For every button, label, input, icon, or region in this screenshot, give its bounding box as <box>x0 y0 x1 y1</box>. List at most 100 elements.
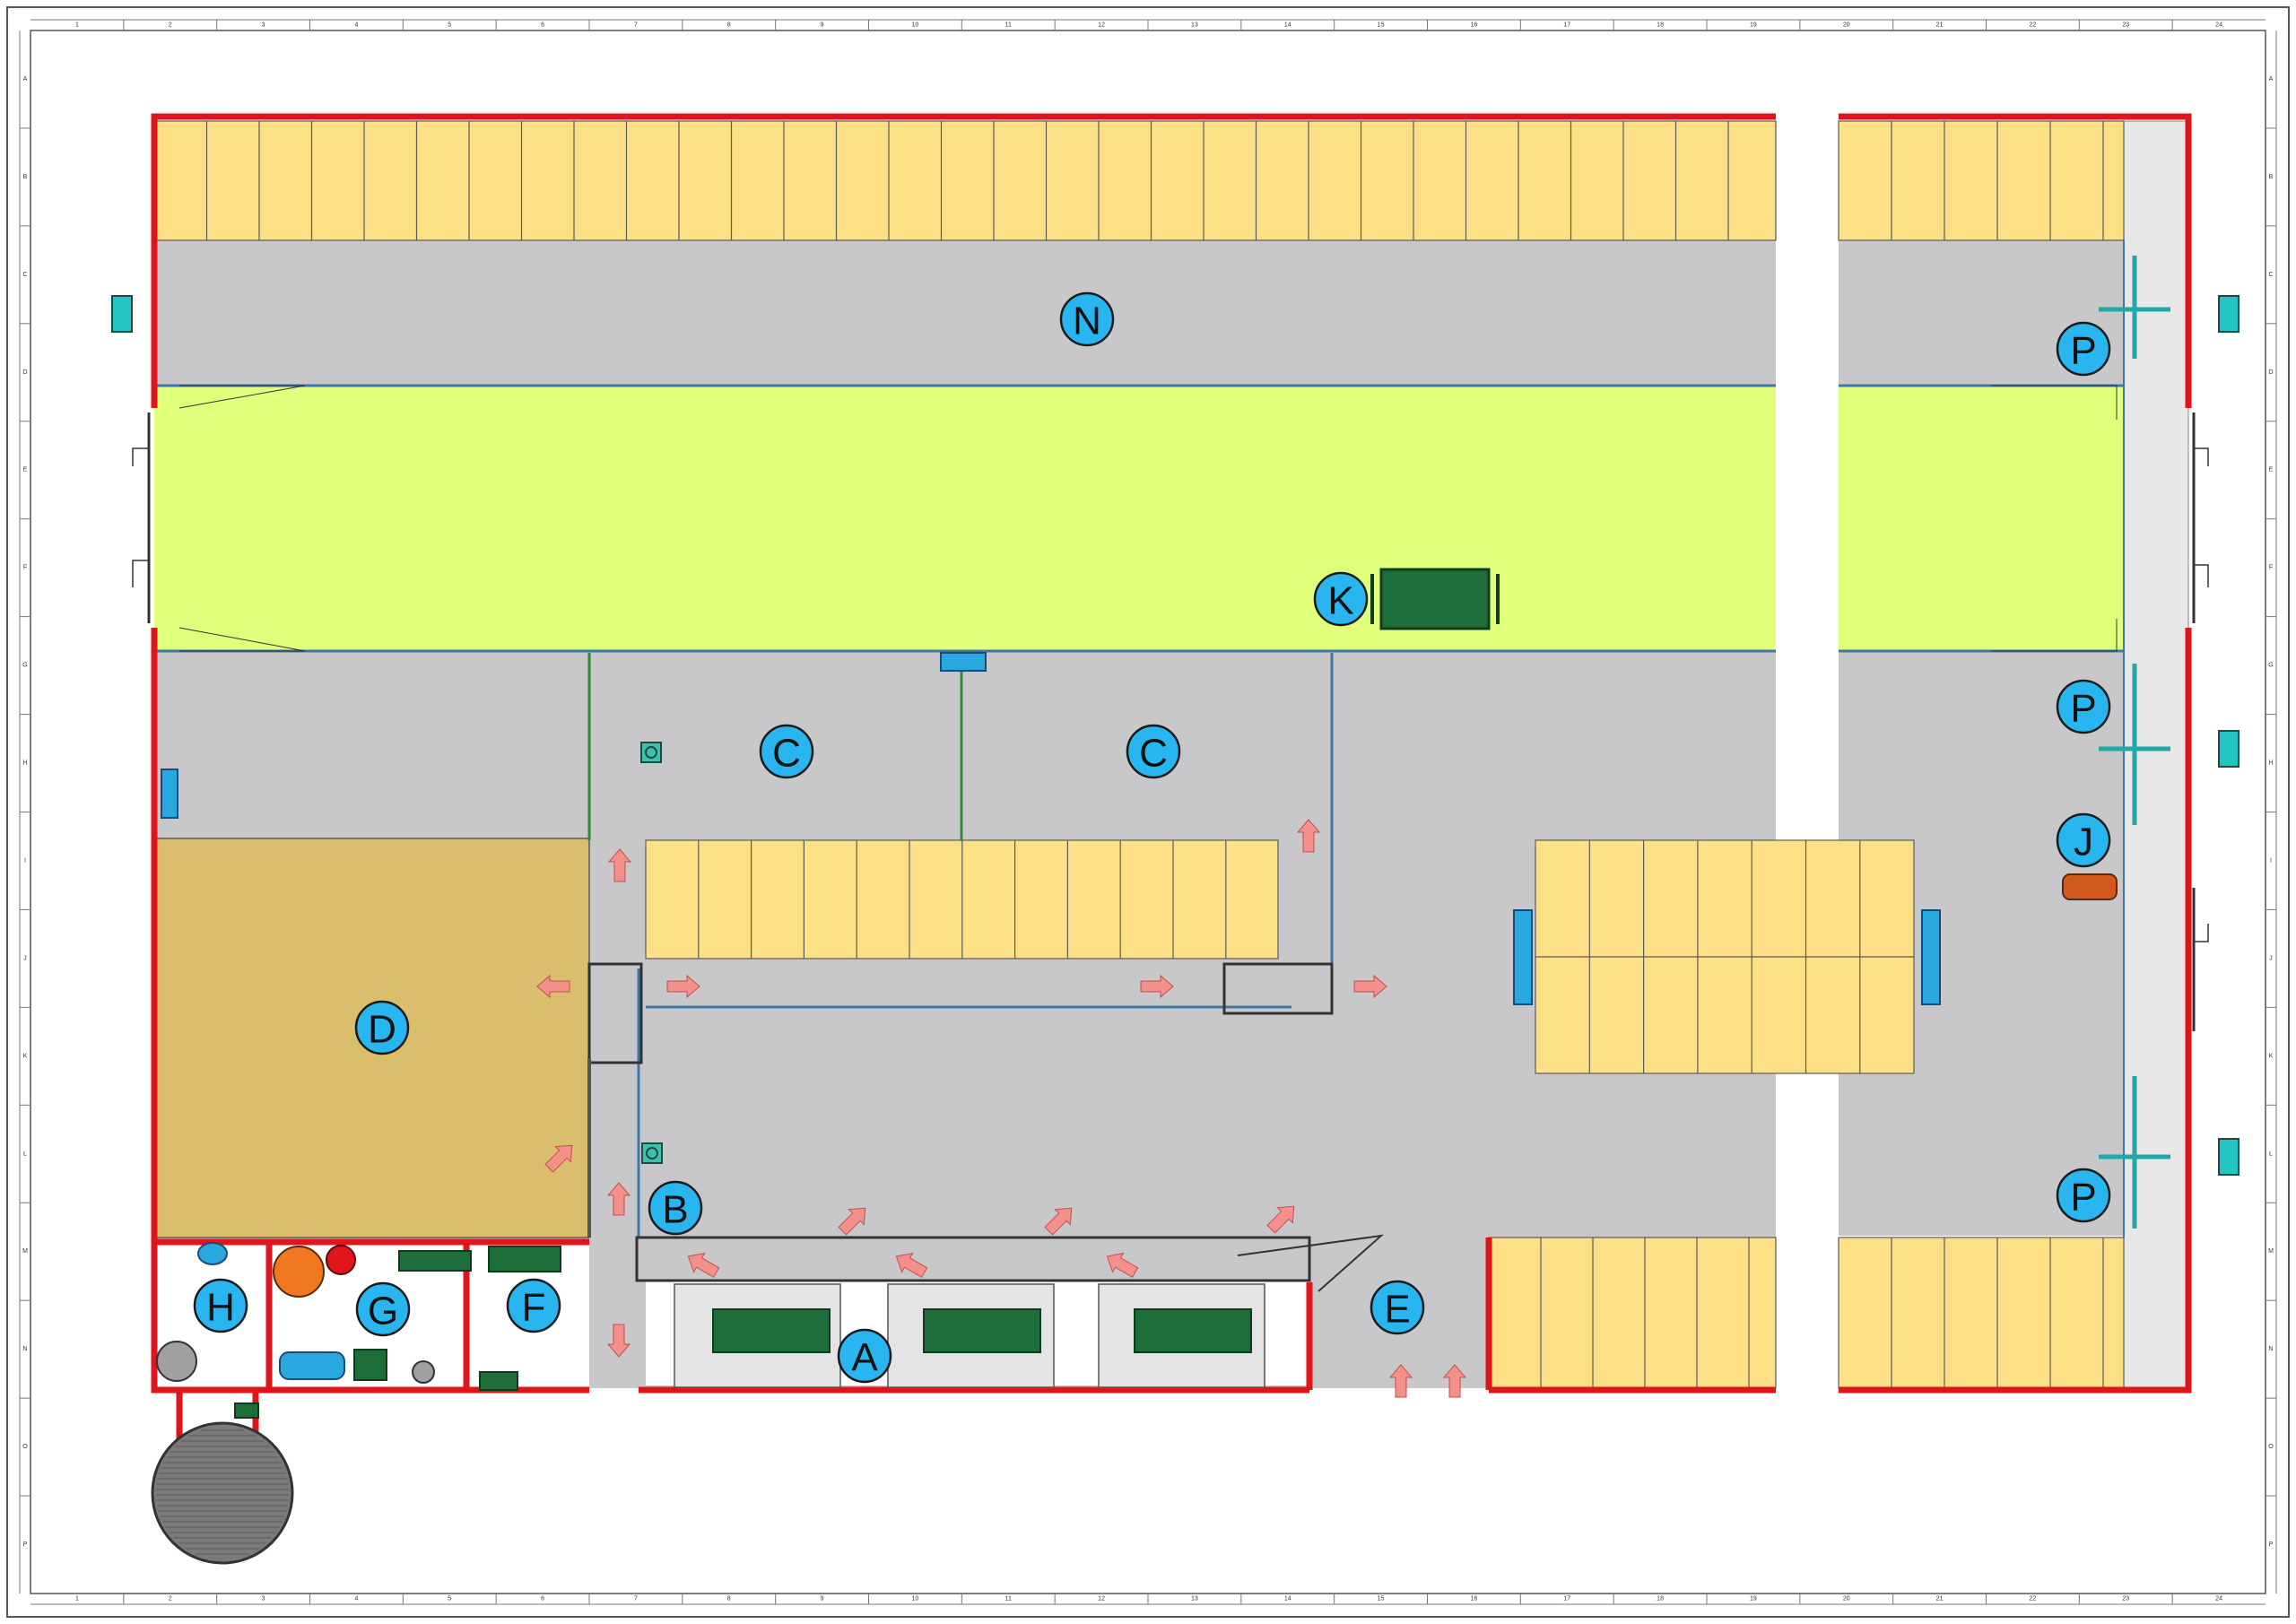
water-trough <box>1513 909 1533 1005</box>
column-tick-label: 5 <box>448 22 451 29</box>
zone-label-C: C <box>1126 724 1181 779</box>
column-tick-label: 21 <box>1936 22 1944 29</box>
column-tick-label: 1 <box>75 22 79 29</box>
brush-icon <box>641 1142 663 1164</box>
row-tick-label: D <box>22 369 27 376</box>
zone-label-B: B <box>648 1180 703 1236</box>
traffic-arrow-icon <box>1388 1364 1413 1398</box>
zone-label-H: H <box>193 1278 248 1333</box>
row-tick-label: O <box>22 1444 28 1450</box>
water-trough <box>161 769 178 819</box>
row-tick-label: K <box>23 1053 28 1059</box>
column-tick-label: 11 <box>1005 1596 1012 1602</box>
row-tick-label: K <box>2269 1053 2274 1059</box>
feed-alley-right <box>1839 386 2124 651</box>
column-tick-label: 7 <box>634 22 638 29</box>
row-tick-label: H <box>2268 760 2273 767</box>
column-tick-label: 7 <box>634 1596 638 1602</box>
fan-icon <box>2218 1138 2239 1176</box>
cow-traffic-arrows <box>536 819 1467 1398</box>
zone-label-C: C <box>759 724 814 779</box>
traffic-arrow-icon <box>536 974 570 999</box>
row-tick-label: H <box>22 760 27 767</box>
column-tick-label: 4 <box>354 1596 358 1602</box>
column-tick-labels: 1122334455667788991010111112121313141415… <box>75 20 2222 1604</box>
column-tick-label: 10 <box>912 1596 919 1602</box>
zone-label-E: E <box>1370 1280 1425 1335</box>
row-tick-label: J <box>2269 955 2273 961</box>
row-tick-label: N <box>2268 1346 2273 1352</box>
stall-row-top-right <box>1838 120 2125 241</box>
zone-label-J: J <box>2056 812 2111 868</box>
cow-brushes <box>640 742 663 1164</box>
column-tick-label: 10 <box>912 22 919 29</box>
row-tick-label: A <box>23 76 28 83</box>
feed-alley <box>154 386 1776 651</box>
fan-icon <box>2218 295 2239 333</box>
column-tick-label: 8 <box>727 22 731 29</box>
row-tick-label: A <box>2269 76 2274 83</box>
traffic-arrow-icon <box>895 1252 928 1278</box>
row-tick-label: B <box>2269 174 2274 180</box>
stall-row-middle <box>645 839 1279 960</box>
column-tick-label: 13 <box>1191 22 1198 29</box>
manure-storage-tank <box>151 1421 294 1565</box>
feed-mixer-wagon <box>1370 568 1500 630</box>
column-tick-label: 15 <box>1378 22 1385 29</box>
zone-label-P: P <box>2056 1168 2111 1223</box>
traffic-arrow-icon <box>1044 1207 1073 1236</box>
row-tick-label: L <box>2269 1151 2273 1157</box>
column-tick-label: 11 <box>1005 22 1012 29</box>
row-tick-label: E <box>23 467 28 473</box>
svg-text:C: C <box>1139 732 1168 776</box>
stall-block-right <box>1535 839 1915 1074</box>
svg-text:N: N <box>1073 300 1101 343</box>
column-tick-label: 2 <box>169 1596 172 1602</box>
traffic-arrow-icon <box>607 848 632 882</box>
column-tick-label: 17 <box>1563 1596 1570 1602</box>
column-tick-label: 3 <box>262 1596 265 1602</box>
zone-labels: N K C C D B A E F G H P P J P <box>193 291 2111 1384</box>
row-tick-label: D <box>2268 369 2273 376</box>
column-tick-label: 2 <box>169 22 172 29</box>
svg-text:A: A <box>851 1336 878 1380</box>
row-tick-label: N <box>22 1346 27 1352</box>
traffic-arrow-icon <box>1106 1252 1139 1278</box>
svg-text:J: J <box>2074 821 2093 864</box>
stall-row-bottom-left <box>1488 1237 1777 1389</box>
row-tick-label: G <box>22 663 27 669</box>
water-trough <box>940 652 987 672</box>
column-tick-label: 18 <box>1657 1596 1664 1602</box>
svg-text:P: P <box>2070 687 2096 731</box>
svg-text:F: F <box>522 1286 546 1330</box>
row-tick-label: C <box>22 272 27 278</box>
white-separator <box>1776 108 1839 1399</box>
column-tick-label: 20 <box>1843 22 1850 29</box>
column-tick-label: 15 <box>1378 1596 1385 1602</box>
exterior-fans <box>111 295 2239 1176</box>
svg-text:B: B <box>662 1188 688 1232</box>
fan-icon <box>111 295 133 333</box>
end-doors <box>132 413 2209 1031</box>
svg-text:H: H <box>206 1286 235 1330</box>
zone-label-A: A <box>837 1328 892 1384</box>
row-tick-label: L <box>23 1151 27 1157</box>
column-tick-label: 21 <box>1936 1596 1944 1602</box>
svg-text:G: G <box>368 1290 398 1333</box>
traffic-arrow-icon <box>1296 819 1321 853</box>
water-troughs <box>161 652 1941 1005</box>
drawing-frame: 1122334455667788991010111112121313141415… <box>6 6 2290 1618</box>
column-tick-label: 17 <box>1563 22 1570 29</box>
column-tick-label: 22 <box>2030 1596 2037 1602</box>
barn-walls <box>151 113 2192 1471</box>
robot-stations <box>2062 256 2170 1229</box>
column-tick-label: 24 <box>2215 22 2222 29</box>
traffic-arrow-icon <box>1442 1364 1467 1398</box>
column-tick-label: 23 <box>2122 1596 2129 1602</box>
freestall-rows <box>153 120 2125 1389</box>
row-tick-label: F <box>23 565 27 571</box>
equipment-rooms <box>156 1242 561 1419</box>
column-tick-label: 19 <box>1750 1596 1757 1602</box>
